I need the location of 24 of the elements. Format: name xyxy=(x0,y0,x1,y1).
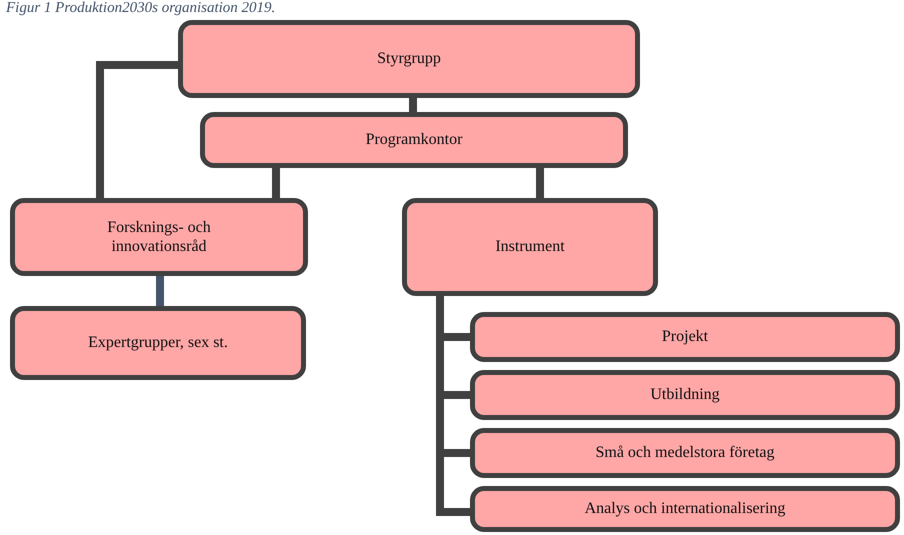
org-box xyxy=(470,428,900,478)
box-label: Analys och internationalisering xyxy=(584,499,786,519)
box-label: Forsknings- och innovationsråd xyxy=(106,218,212,256)
box-label: Expertgrupper, sex st. xyxy=(88,333,228,353)
org-box xyxy=(470,312,900,362)
connector-line xyxy=(96,61,178,198)
org-box xyxy=(200,112,628,168)
box-label: Styrgrupp xyxy=(377,49,441,69)
org-box xyxy=(470,370,900,420)
org-box xyxy=(402,198,658,296)
box-label: Utbildning xyxy=(650,385,720,405)
org-box xyxy=(10,306,306,380)
org-box xyxy=(470,486,900,532)
box-label: Projekt xyxy=(662,327,708,347)
connector-line xyxy=(409,98,417,112)
connector-line xyxy=(156,276,164,306)
figure-caption: Figur 1 Produktion2030s organisation 2019. xyxy=(6,0,276,17)
box-label: Små och medelstora företag xyxy=(595,443,775,463)
org-box xyxy=(10,198,308,276)
connector-line xyxy=(536,168,544,198)
connector-line xyxy=(272,168,280,198)
box-label: Programkontor xyxy=(366,130,462,150)
box-label: Instrument xyxy=(495,237,565,257)
org-box xyxy=(178,20,640,98)
